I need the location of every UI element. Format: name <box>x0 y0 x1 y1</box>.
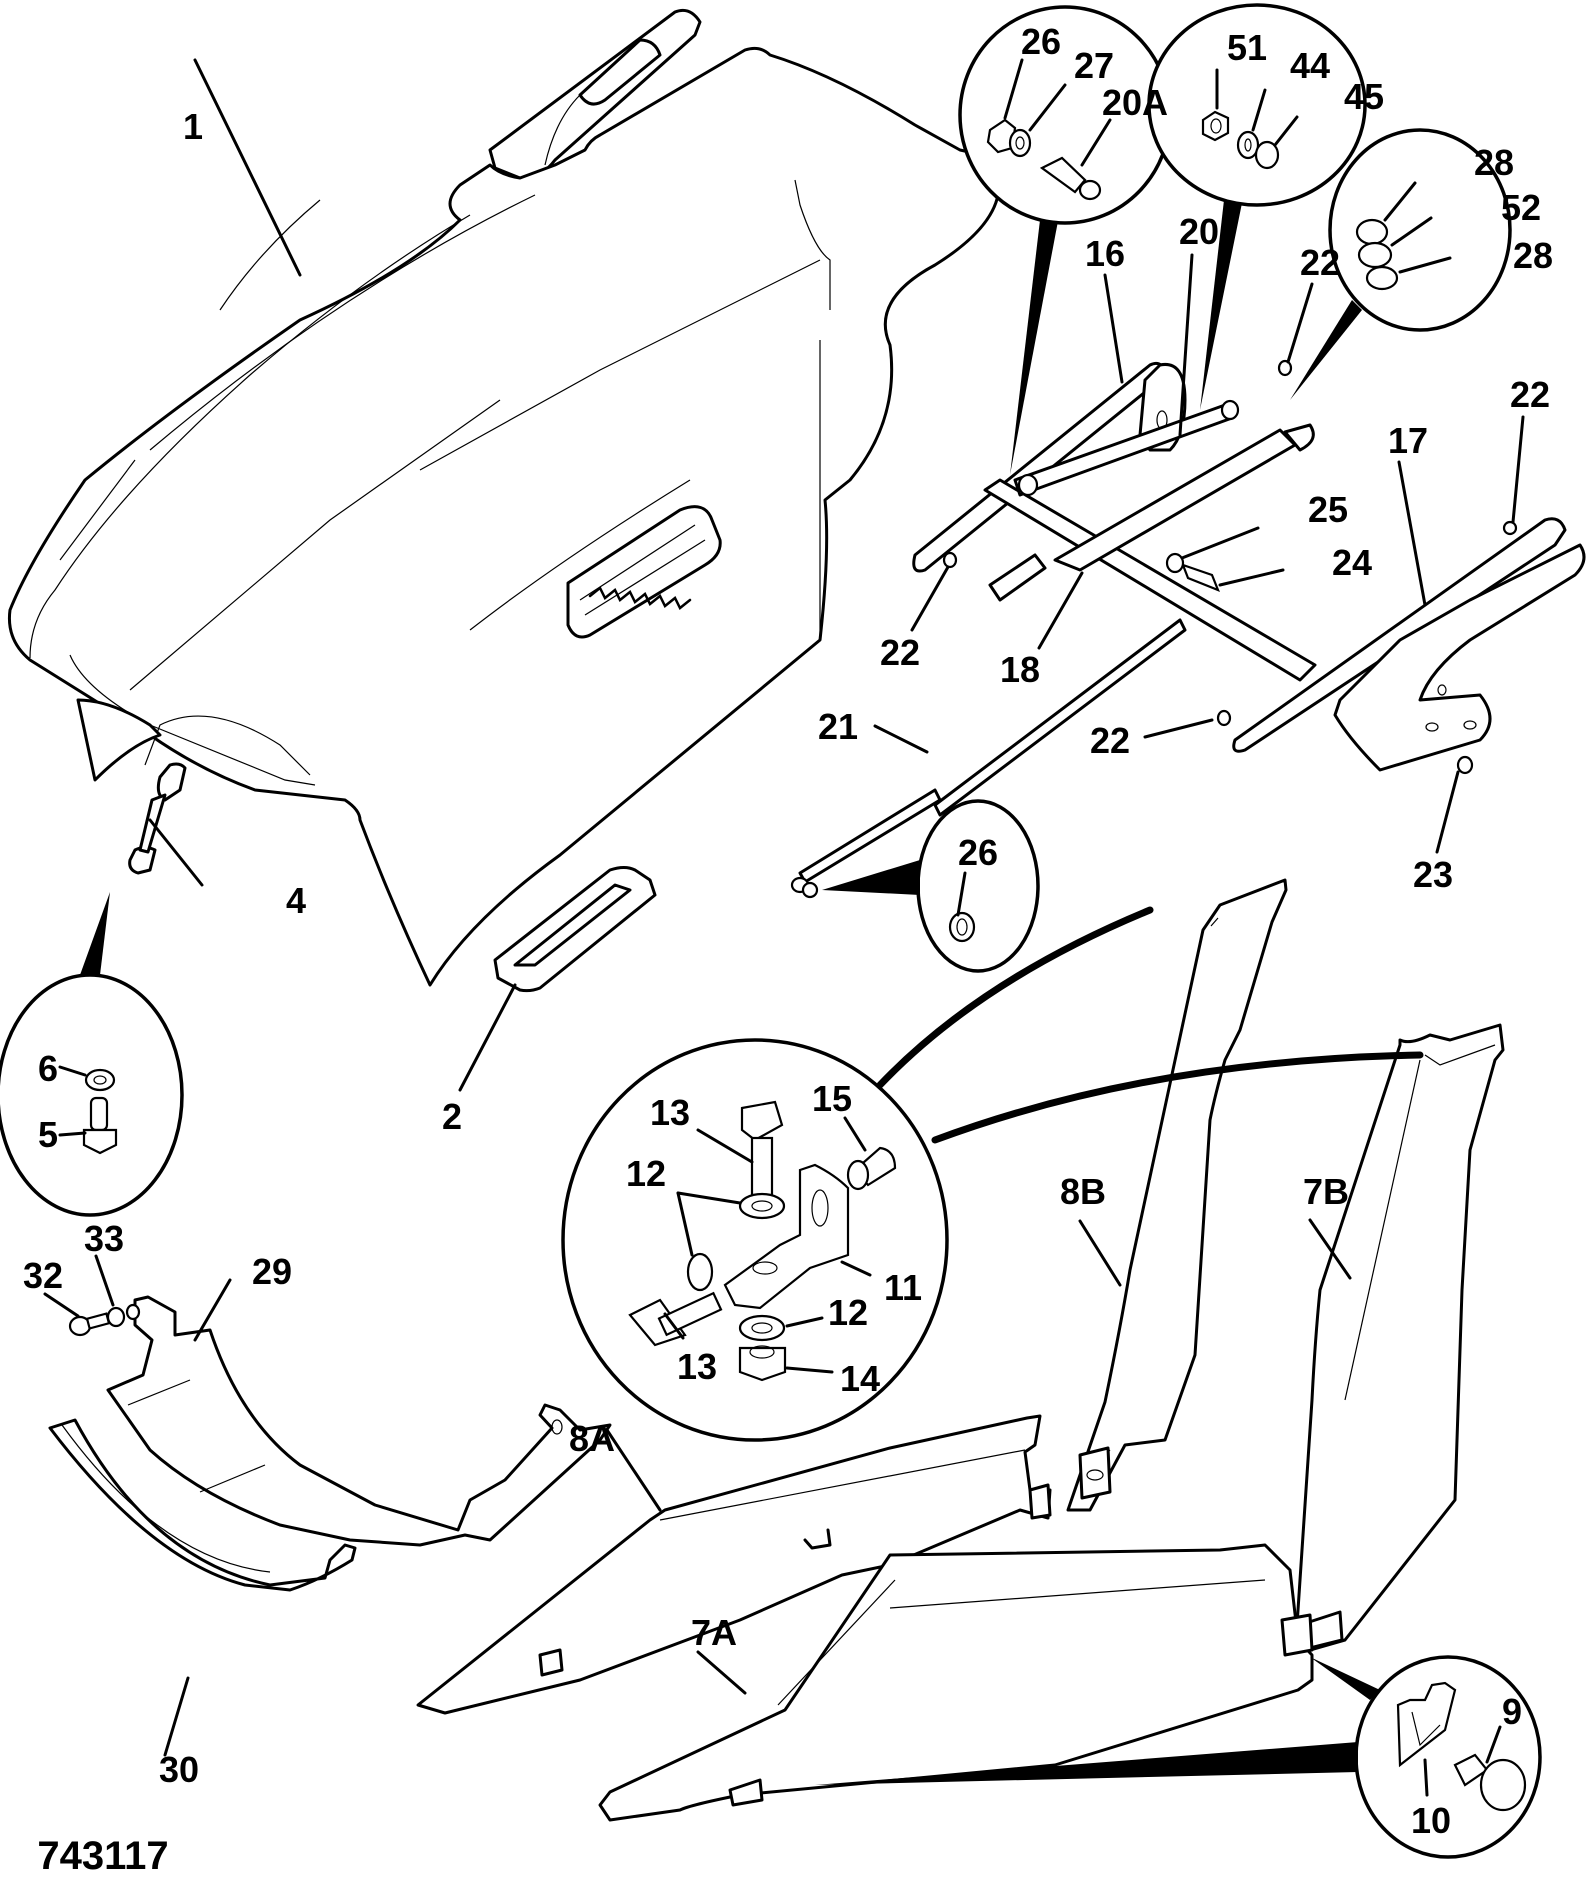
leader-22b <box>1511 415 1525 524</box>
leader-2 <box>458 983 517 1092</box>
leader-22c <box>910 565 950 632</box>
callout-24[interactable]: 24 <box>1331 542 1373 583</box>
stud-23[interactable] <box>1456 755 1474 775</box>
callout-21[interactable]: 21 <box>817 706 859 747</box>
callout-51[interactable]: 51 <box>1226 27 1268 68</box>
bolt-32[interactable] <box>68 1312 111 1337</box>
callout-23[interactable]: 23 <box>1412 854 1454 895</box>
callout-20a[interactable]: 20A <box>1101 82 1169 123</box>
detail-view-hinge-nut <box>1147 3 1367 410</box>
callout-8a[interactable]: 8A <box>568 1418 616 1459</box>
callout-27[interactable]: 27 <box>1073 45 1115 86</box>
leader-16 <box>1103 273 1124 384</box>
front-trim-strip[interactable] <box>48 1418 357 1592</box>
leader-4 <box>148 818 204 887</box>
callout-20[interactable]: 20 <box>1178 211 1220 252</box>
callout-29[interactable]: 29 <box>251 1251 293 1292</box>
callout-17[interactable]: 17 <box>1387 420 1429 461</box>
leader-30 <box>163 1676 190 1757</box>
leader-18 <box>1037 571 1084 650</box>
cross-frame[interactable] <box>933 423 1317 817</box>
leader-22a <box>1286 282 1314 364</box>
callout-16[interactable]: 16 <box>1084 233 1126 274</box>
callout-4[interactable]: 4 <box>285 880 307 921</box>
leader-17 <box>1397 460 1427 607</box>
detail-view-bracket <box>561 906 1424 1442</box>
leader-7a <box>696 1650 747 1695</box>
screw-22[interactable] <box>1277 359 1293 377</box>
leader-23 <box>1435 770 1460 854</box>
callout-13-upper[interactable]: 13 <box>649 1092 691 1133</box>
screw-22[interactable] <box>1216 709 1232 727</box>
washer-33[interactable] <box>106 1306 126 1328</box>
front-lower-panel[interactable] <box>106 1295 612 1547</box>
leader-29 <box>193 1278 232 1342</box>
leader-32 <box>43 1292 80 1318</box>
callout-25[interactable]: 25 <box>1307 489 1349 530</box>
callout-30[interactable]: 30 <box>158 1749 200 1790</box>
callout-11[interactable]: 11 <box>883 1267 923 1308</box>
bolt-24[interactable] <box>1181 563 1220 592</box>
leader-25 <box>1180 526 1260 560</box>
callout-26-strut[interactable]: 26 <box>957 832 999 873</box>
leader-20 <box>1178 253 1194 437</box>
detail-view-strap-fixing <box>0 892 184 1217</box>
callout-14[interactable]: 14 <box>839 1358 881 1399</box>
leader-24 <box>1218 568 1285 587</box>
screw-22[interactable] <box>942 551 958 569</box>
callout-7a[interactable]: 7A <box>690 1612 738 1653</box>
rubber-pad[interactable] <box>493 866 657 993</box>
callout-22-right[interactable]: 22 <box>1509 374 1551 415</box>
detail-view-grommet <box>1290 128 1512 400</box>
washer-25[interactable] <box>1165 552 1185 574</box>
callout-26-top[interactable]: 26 <box>1020 21 1062 62</box>
callout-9[interactable]: 9 <box>1501 1691 1523 1732</box>
hood-cover[interactable] <box>7 8 1001 987</box>
side-panel-lower[interactable] <box>598 1543 1314 1822</box>
check-strap[interactable] <box>128 762 187 875</box>
leader-7b <box>1308 1218 1352 1280</box>
callout-22-lower[interactable]: 22 <box>1089 720 1131 761</box>
callout-1[interactable]: 1 <box>182 106 204 147</box>
callout-12-upper[interactable]: 12 <box>625 1153 667 1194</box>
screw-22[interactable] <box>1502 520 1518 536</box>
callout-44[interactable]: 44 <box>1289 45 1331 86</box>
hinge-right[interactable] <box>1232 517 1586 772</box>
leader-1 <box>193 58 302 277</box>
side-panel-lower-inner[interactable] <box>416 1414 1052 1715</box>
side-panel-upright[interactable] <box>1295 1023 1505 1652</box>
callout-10[interactable]: 10 <box>1410 1800 1452 1841</box>
callout-7b[interactable]: 7B <box>1302 1171 1350 1212</box>
leader-8b <box>1078 1219 1122 1287</box>
callout-28-upper[interactable]: 28 <box>1473 142 1515 183</box>
callout-33[interactable]: 33 <box>83 1218 125 1259</box>
callout-13-lower[interactable]: 13 <box>676 1346 718 1387</box>
side-panel-upright-inner[interactable] <box>1066 878 1288 1512</box>
callout-45[interactable]: 45 <box>1343 76 1385 117</box>
callout-15[interactable]: 15 <box>811 1078 853 1119</box>
figure-number: 743117 <box>37 1834 169 1878</box>
detail-view-ball-stud <box>958 5 1172 475</box>
callout-12-lower[interactable]: 12 <box>827 1292 869 1333</box>
callout-28-lower[interactable]: 28 <box>1512 235 1554 276</box>
leader-8a <box>603 1425 662 1512</box>
leader-22d <box>1143 718 1214 739</box>
callout-8b[interactable]: 8B <box>1059 1171 1107 1212</box>
callout-22-top[interactable]: 22 <box>1299 242 1341 283</box>
callout-22-left[interactable]: 22 <box>879 632 921 673</box>
callout-52[interactable]: 52 <box>1500 187 1542 228</box>
gas-strut-upper[interactable] <box>1013 399 1240 497</box>
leader-21 <box>873 724 929 754</box>
gas-strut-lower[interactable] <box>790 788 942 899</box>
callout-32[interactable]: 32 <box>22 1255 64 1296</box>
callout-6[interactable]: 6 <box>37 1048 59 1089</box>
leader-33 <box>94 1254 115 1307</box>
detail-view-clip <box>815 1655 1542 1859</box>
callout-2[interactable]: 2 <box>441 1096 463 1137</box>
callout-18[interactable]: 18 <box>999 649 1041 690</box>
callout-5[interactable]: 5 <box>37 1114 59 1155</box>
detail-view-strut-nut <box>822 799 1040 973</box>
